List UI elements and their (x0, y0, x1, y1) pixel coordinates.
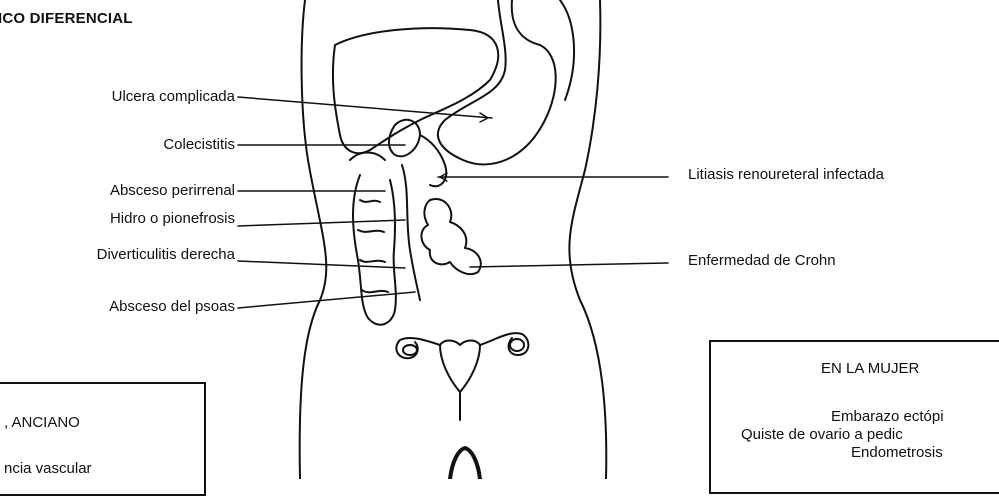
colon-haustra (358, 200, 388, 292)
ureter (402, 165, 420, 300)
label-ulcera-complicada: Ulcera complicada (112, 88, 235, 106)
leader-ulcera (238, 97, 492, 118)
uterus (440, 340, 480, 392)
leader-diverticulitis (238, 261, 405, 268)
body-outline-right (569, 0, 606, 479)
stomach-inner (560, 0, 574, 100)
ileum-loops (421, 199, 480, 274)
ovary-left (403, 345, 417, 355)
stomach (438, 0, 556, 164)
body-outline-left (300, 0, 327, 479)
label-enfermedad-crohn: Enfermedad de Crohn (688, 252, 836, 270)
ovary-right (510, 339, 524, 351)
gallbladder (389, 120, 420, 157)
label-litiasis-renoureteral: Litiasis renoureteral infectada (688, 166, 884, 184)
label-diverticulitis-derecha: Diverticulitis derecha (97, 246, 235, 264)
label-colecistitis: Colecistitis (163, 136, 235, 154)
leader-psoas (238, 292, 415, 308)
box-mujer-item: Endometrosis (851, 444, 943, 462)
box-mujer-heading: EN LA MUJER (821, 360, 919, 378)
box-mujer-item: Embarazo ectópi (831, 408, 944, 426)
box-mujer: EN LA MUJER Embarazo ectópi Quiste de ov… (709, 340, 999, 494)
box-mujer-item: Quiste de ovario a pedic (741, 426, 903, 444)
tube-right (480, 333, 528, 355)
box-anciano-line: ncia vascular (4, 460, 92, 478)
pelvis-notch (450, 448, 480, 479)
liver (333, 28, 498, 153)
label-hidro-pionefrosis: Hidro o pionefrosis (110, 210, 235, 228)
box-anciano-heading: , ANCIANO (4, 414, 80, 432)
duodenum (350, 135, 446, 186)
leader-crohn (470, 263, 668, 267)
label-absceso-psoas: Absceso del psoas (109, 298, 235, 316)
ascending-colon (353, 175, 396, 325)
label-absceso-perirrenal: Absceso perirrenal (110, 182, 235, 200)
